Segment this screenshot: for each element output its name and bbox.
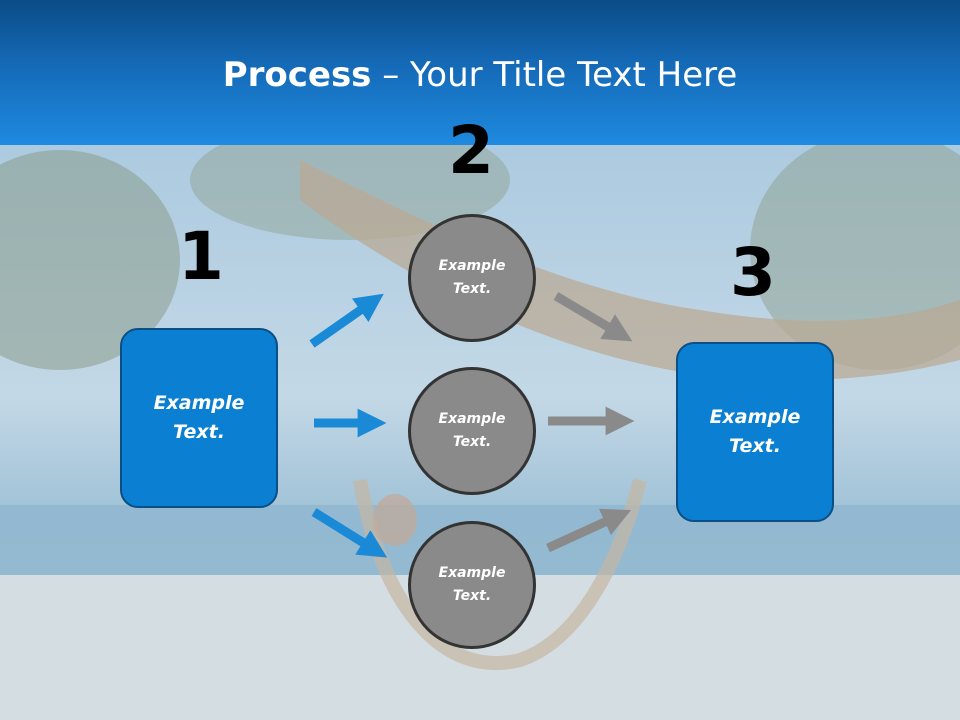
arrow-gray-down-right bbox=[553, 292, 633, 342]
arrow-gray-up-right bbox=[546, 508, 632, 553]
step-number-2[interactable]: 2 bbox=[448, 112, 494, 189]
title-rest: – Your Title Text Here bbox=[371, 55, 738, 95]
step-number-1[interactable]: 1 bbox=[178, 218, 224, 295]
arrow-up-right bbox=[309, 293, 384, 348]
title-bar bbox=[0, 0, 960, 145]
step-number-3[interactable]: 3 bbox=[730, 234, 776, 311]
slide-title[interactable]: Process – Your Title Text Here bbox=[0, 52, 960, 98]
title-bold: Process bbox=[222, 55, 372, 95]
arrow-down-right bbox=[311, 508, 388, 558]
